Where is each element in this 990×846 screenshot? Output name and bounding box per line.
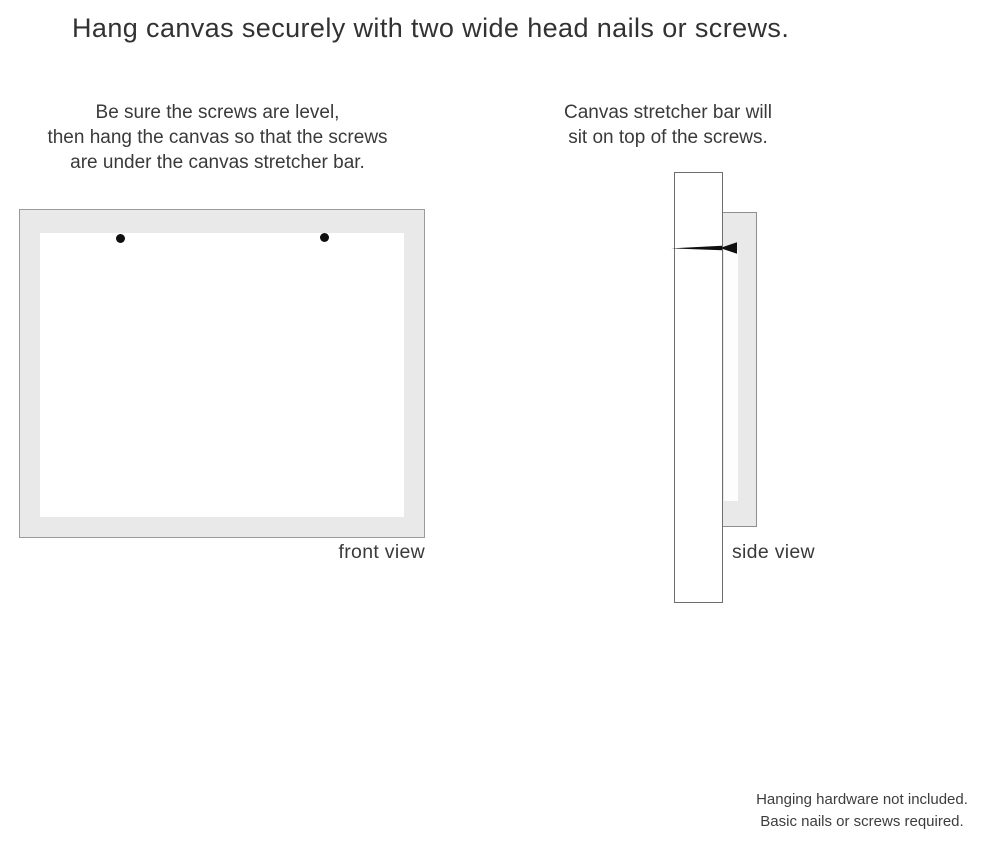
instruction-line: are under the canvas stretcher bar.: [70, 152, 365, 173]
screw-dot-right-icon: [320, 233, 329, 242]
instruction-line: Be sure the screws are level,: [95, 102, 340, 123]
side-view-instruction: Canvas stretcher bar will sit on top of …: [518, 100, 818, 150]
instruction-line: sit on top of the screws.: [568, 127, 768, 148]
hardware-note-line: Basic nails or screws required.: [760, 813, 964, 830]
front-view-label: front view: [338, 541, 425, 563]
hardware-note: Hanging hardware not included. Basic nai…: [736, 789, 988, 833]
side-view-wall: [674, 172, 723, 603]
side-view-canvas-recess: [724, 250, 738, 501]
instruction-line: then hang the canvas so that the screws: [47, 127, 388, 148]
instruction-line: Canvas stretcher bar will: [563, 102, 773, 123]
nail-side-icon: [671, 242, 737, 254]
front-view-instruction: Be sure the screws are level, then hang …: [15, 100, 420, 175]
side-view-label: side view: [732, 541, 815, 563]
screw-dot-left-icon: [116, 234, 125, 243]
front-view-canvas-surface: [40, 233, 404, 517]
side-view-canvas-edge: [721, 212, 757, 527]
front-view-canvas-frame: [19, 209, 425, 538]
hardware-note-line: Hanging hardware not included.: [756, 791, 968, 808]
page-title: Hang canvas securely with two wide head …: [72, 13, 790, 43]
